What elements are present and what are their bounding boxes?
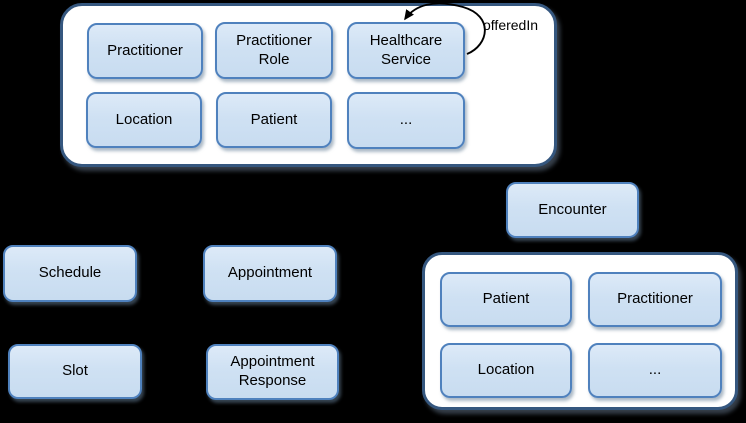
box-healthcare-service: Healthcare Service xyxy=(347,22,465,79)
box-appointment-response-label: Appointment Response xyxy=(230,353,315,389)
box-encounter-location: Location xyxy=(440,343,572,398)
box-appointment-response: Appointment Response xyxy=(206,344,339,400)
box-encounter-label: Encounter xyxy=(538,200,607,218)
box-appointment: Appointment xyxy=(203,245,337,302)
box-location: Location xyxy=(86,92,202,148)
box-slot: Slot xyxy=(8,344,142,399)
box-healthcare-service-label: Healthcare Service xyxy=(369,31,443,68)
box-ellipsis-bottom: ... xyxy=(588,343,722,398)
box-ellipsis-bottom-label: ... xyxy=(648,361,662,379)
box-schedule-label: Schedule xyxy=(38,264,102,282)
box-patient-label: Patient xyxy=(250,110,298,128)
box-encounter-patient: Patient xyxy=(440,272,572,327)
box-ellipsis-top-label: ... xyxy=(399,111,413,129)
box-location-label: Location xyxy=(115,110,173,128)
box-practitioner-label: Practitioner xyxy=(107,41,183,59)
box-practitioner: Practitioner xyxy=(87,23,203,79)
box-encounter-practitioner-label: Practitioner xyxy=(617,290,693,308)
box-practitioner-role: Practitioner Role xyxy=(215,22,333,79)
box-encounter-patient-label: Patient xyxy=(482,290,530,308)
box-ellipsis-top: ... xyxy=(347,92,465,149)
box-patient: Patient xyxy=(216,92,332,148)
box-slot-label: Slot xyxy=(62,362,88,380)
box-encounter-location-label: Location xyxy=(477,361,535,379)
box-encounter: Encounter xyxy=(506,182,639,238)
box-appointment-label: Appointment xyxy=(227,264,313,282)
box-practitioner-role-label: Practitioner Role xyxy=(236,31,312,68)
box-schedule: Schedule xyxy=(3,245,137,302)
box-encounter-practitioner: Practitioner xyxy=(588,272,722,327)
self-loop-label: offeredIn xyxy=(483,17,539,33)
